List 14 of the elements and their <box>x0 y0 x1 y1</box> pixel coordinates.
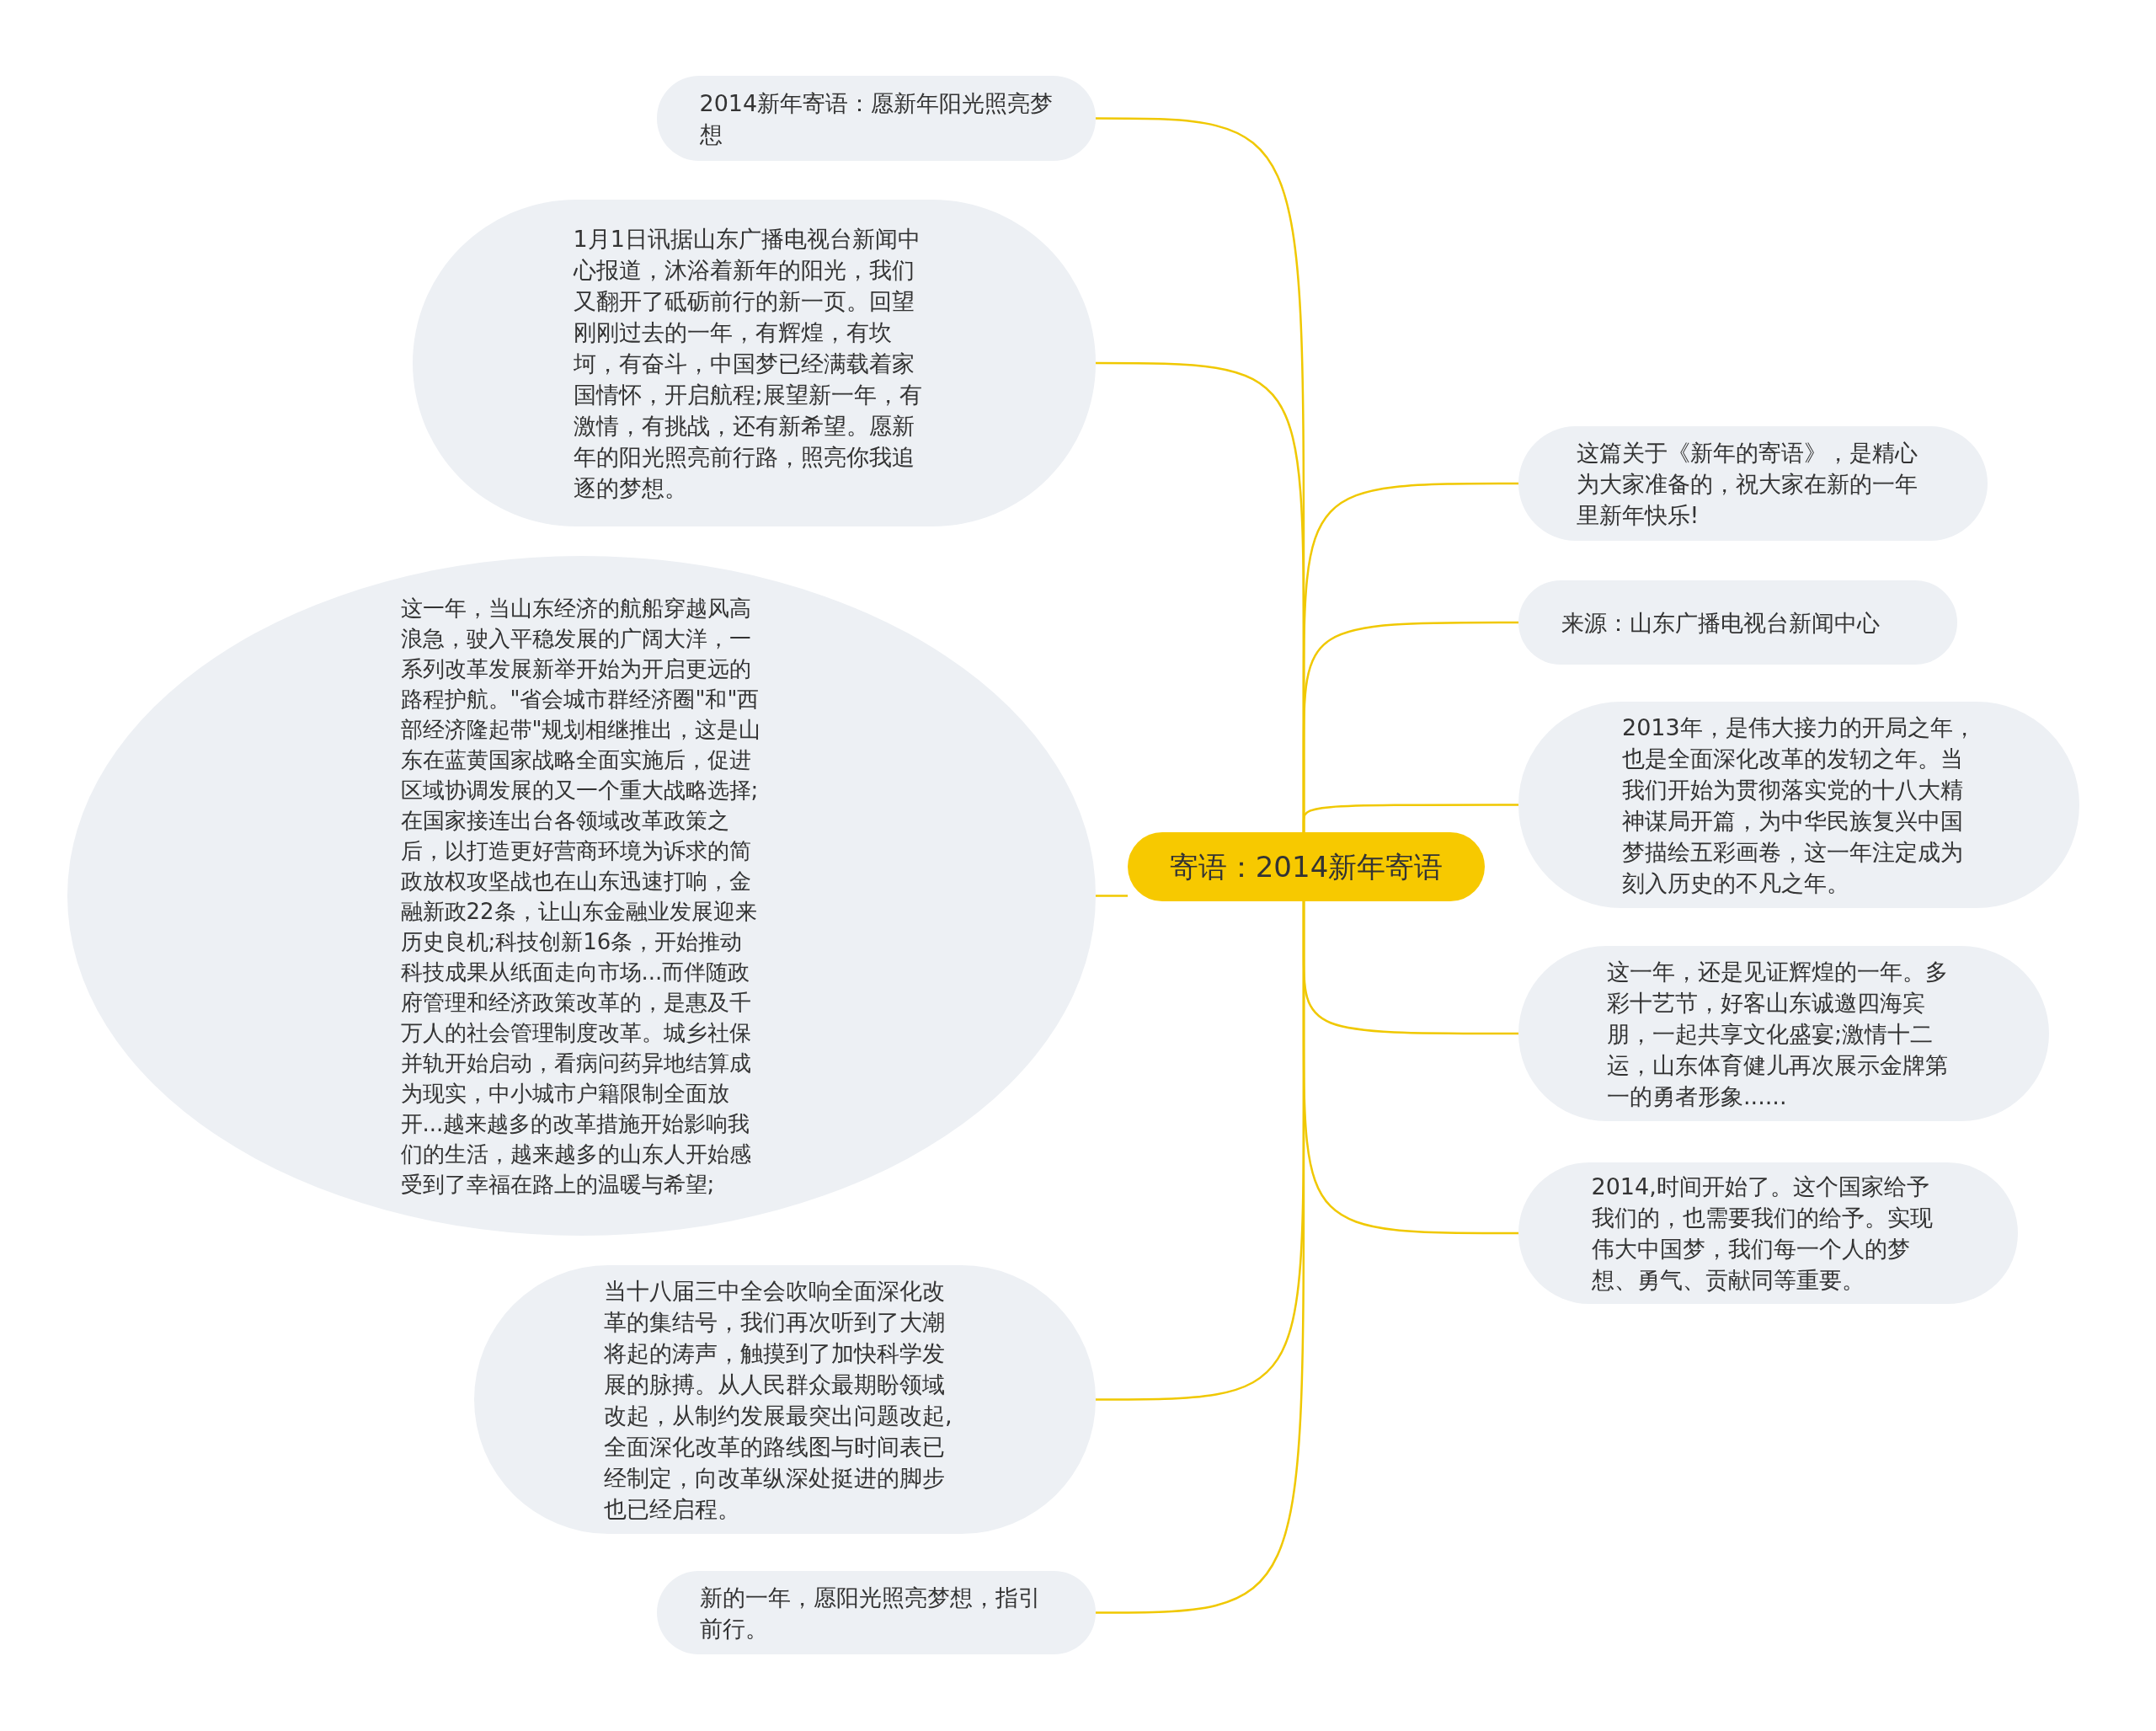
topic-title: 寄语：2014新年寄语 <box>1169 849 1444 885</box>
topic-text: 1月1日讯据山东广播电视台新闻中心报道，沐浴着新年的阳光，我们又翻开了砥砺前行的新一页。回望刚刚过去的一年，有辉煌，有坎坷，有奋斗，中国梦已经满载着家国情怀，开启航程;展望新一年，有激情，有挑战，还有新希望。愿新年的阳光照亮前行路，照亮你我追逐的梦想。 <box>573 224 923 503</box>
topic-text: 2013年，是伟大接力的开局之年，也是全面深化改革的发轫之年。当我们开始为贯彻落实党的十八大精神谋局开篇，为中华民族复兴中国梦描绘五彩画卷，这一年注定成为刻入历史的不凡之年。 <box>1622 713 1976 898</box>
topic-text: 来源：山东广播电视台新闻中心 <box>1561 608 1881 638</box>
connector-line <box>1302 901 1518 1235</box>
topic-text: 新的一年，愿阳光照亮梦想，指引前行。 <box>699 1583 1042 1643</box>
topic-text: 2014,时间开始了。这个国家给予我们的，也需要我们的给予。实现伟大中国梦，我们每一个人的梦想、勇气、贡献同等重要。 <box>1591 1173 1934 1295</box>
topic-text: 2014新年寄语：愿新年阳光照亮梦想 <box>699 88 1054 149</box>
topic-text: 这篇关于《新年的寄语》，是精心为大家准备的，祝大家在新的一年里新年快乐! <box>1576 438 1919 530</box>
connector-line <box>1302 804 1518 832</box>
connector-line <box>1096 895 1128 897</box>
topic-text: 这一年，当山东经济的航船穿越风高浪急，驶入平稳发展的广阔大洋，一系列改革发展新举开始为开启更远的路程护航。"省会城市群经济圈"和"西部经济隆起带"规划相继推出，这是山东在蓝黄国家战略全面实施后，促进区域协调发展的又一个重大战略选择;在国家接连出台各领域改革政策之后，以打造更好营商环境为诉求的简政放权攻坚战也在山东迅速打响，金融新政22条，让山东金融业发展迎来历史良机;科技创新16条，开始推动科技成果从纸面走向市场...而伴随政府管理和经济政策改革的，是惠及千万人的社会管理制度改革。城乡社保并轨开始启动，看病问药异地结算成为现实，中小城市户籍限制全面放开...越来越多的改革措施开始影响我们的生活，越来越多的山东人开始感受到了幸福在路上的温暖与希望; <box>400 594 762 1199</box>
topic-text: 当十八届三中全会吹响全面深化改革的集结号，我们再次听到了大潮将起的涛声，触摸到了加快科学发展的脉搏。从人民群众最期盼领域改起，从制约发展最突出问题改起,全面深化改革的路线图与时间表已经制定，向改革纵深处挺进的脚步也已经启程。 <box>604 1276 953 1524</box>
topic-text: 这一年，还是见证辉煌的一年。多彩十艺节，好客山东诚邀四海宾朋，一起共享文化盛宴;激情十二运，山东体育健儿再次展示金牌第一的勇者形象...... <box>1607 957 1949 1111</box>
